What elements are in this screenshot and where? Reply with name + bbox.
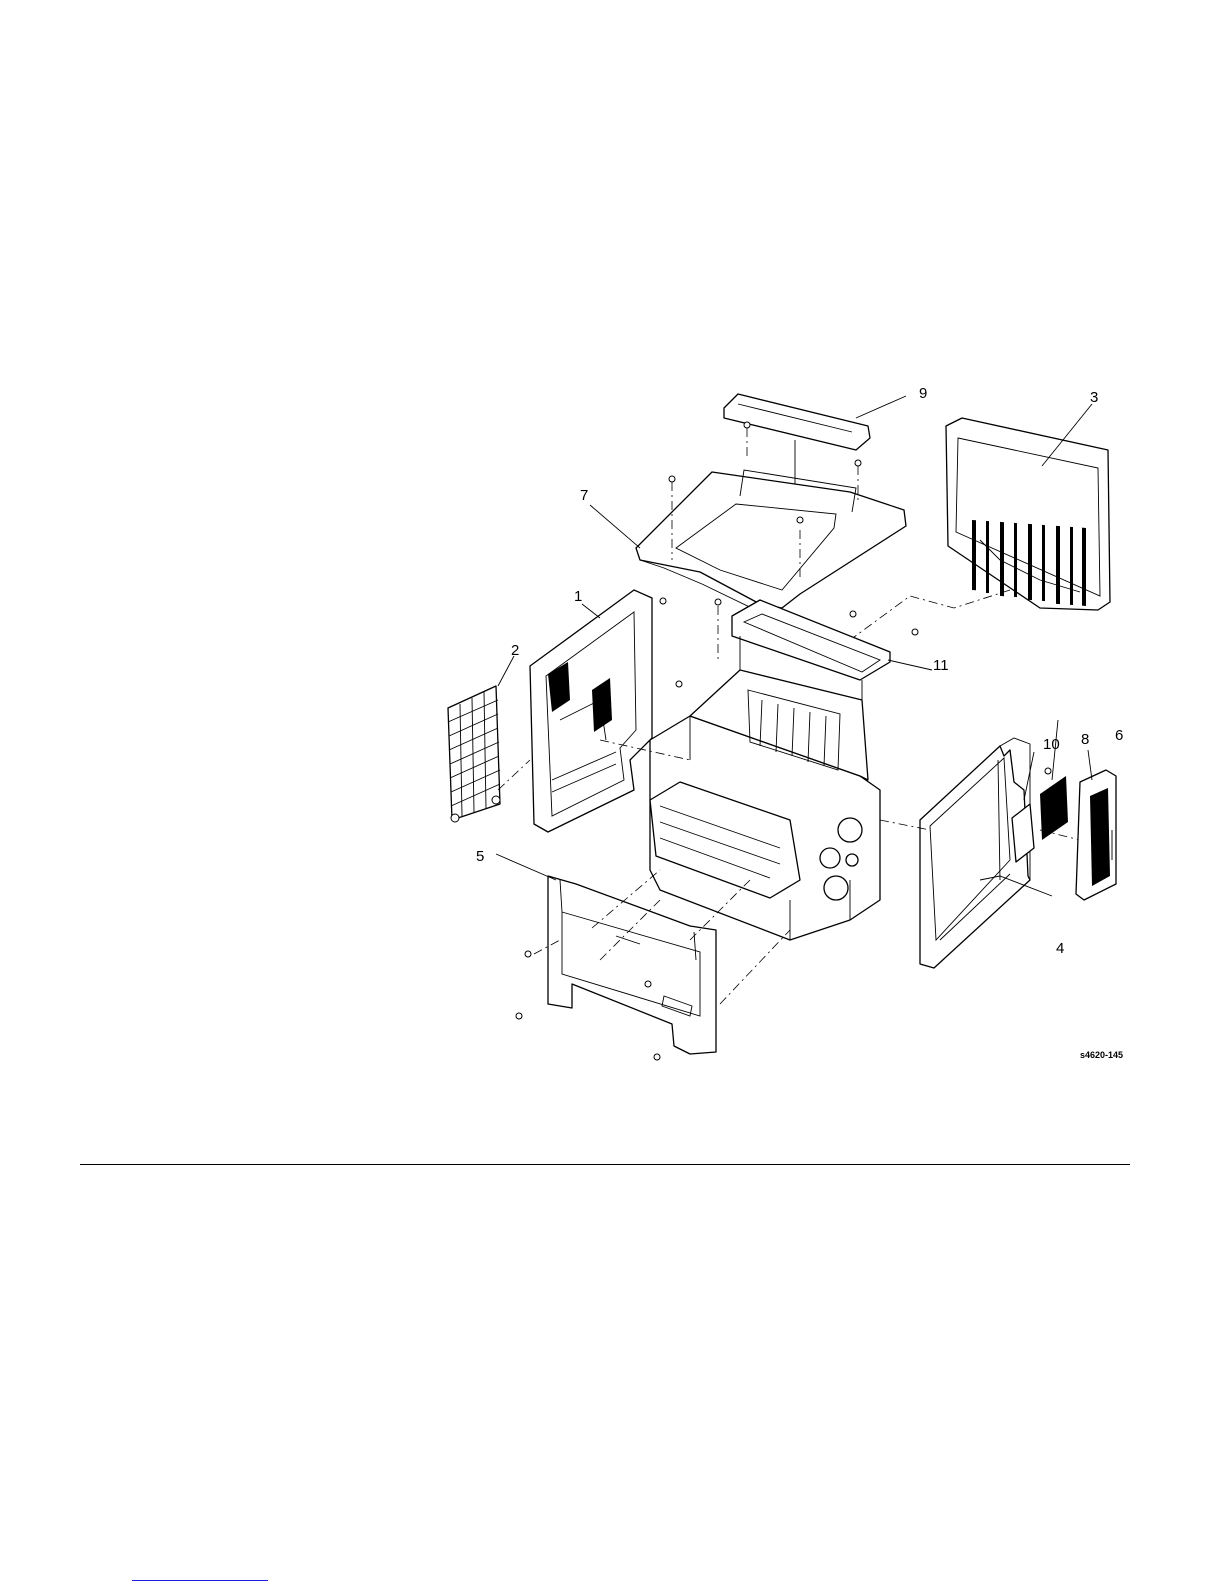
callout-9: 9 <box>919 385 927 402</box>
callout-6: 6 <box>1115 727 1123 744</box>
callout-4: 4 <box>1056 940 1064 957</box>
grille-alignment-line <box>498 760 530 790</box>
part-3-rear-cover <box>946 418 1110 610</box>
rear-screw <box>912 629 918 635</box>
part-8-vent-filter <box>1040 776 1080 840</box>
footer-link-underline <box>132 1580 268 1581</box>
part-6-right-grille-cover <box>1076 770 1116 900</box>
callout-5: 5 <box>476 848 484 865</box>
rear-screw <box>850 611 856 617</box>
rear-cover-alignment-line <box>850 590 1010 640</box>
left-screw <box>660 598 666 604</box>
part-5-front-cover <box>516 876 716 1060</box>
callout-1: 1 <box>574 588 582 605</box>
footer-divider <box>80 1164 1130 1165</box>
callout-11: 11 <box>933 657 949 674</box>
left-screw <box>676 681 682 687</box>
callout-7: 7 <box>580 487 588 504</box>
callout-8: 8 <box>1081 731 1089 748</box>
right-screw <box>1045 768 1051 774</box>
printer-chassis-frame <box>650 670 880 940</box>
callout-2: 2 <box>511 642 519 659</box>
figure-id-label: s4620-145 <box>1080 1050 1123 1060</box>
callout-10: 10 <box>1043 736 1060 753</box>
part-2-left-grille <box>448 686 500 822</box>
part-4-right-side-cover <box>920 738 1030 968</box>
callout-3: 3 <box>1090 389 1098 406</box>
part-1-left-side-cover <box>530 590 652 832</box>
part-7-top-cover <box>636 470 906 612</box>
